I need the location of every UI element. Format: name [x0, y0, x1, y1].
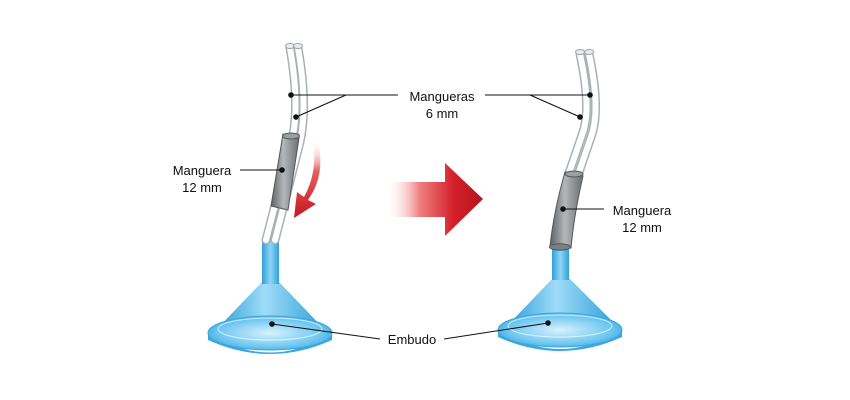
- right-small-hoses-icon: [563, 49, 600, 183]
- left-funnel-icon: [207, 240, 333, 354]
- left-large-hose-icon: [270, 132, 300, 211]
- leader-dots: [269, 92, 593, 327]
- label-large-hose-left-size: 12 mm: [182, 180, 222, 195]
- left-assembly: [207, 43, 333, 354]
- label-large-hose-left: Manguera 12 mm: [166, 162, 238, 196]
- label-small-hoses-name: Mangueras: [409, 89, 475, 104]
- label-small-hoses-size: 6 mm: [425, 106, 459, 121]
- right-large-hose-icon: [549, 170, 584, 251]
- curved-down-arrow-icon: [294, 140, 321, 218]
- transition-arrow-icon: [385, 163, 483, 236]
- right-funnel-icon: [497, 244, 623, 351]
- label-small-hoses: Mangueras 6 mm: [400, 88, 484, 122]
- right-assembly: [497, 49, 623, 351]
- label-large-hose-left-name: Manguera: [172, 163, 232, 178]
- label-large-hose-right-name: Manguera: [612, 203, 672, 218]
- label-large-hose-right-size: 12 mm: [622, 220, 662, 235]
- label-funnel: Embudo: [387, 332, 437, 347]
- label-large-hose-right: Manguera 12 mm: [606, 202, 678, 236]
- leader-lines: [240, 94, 604, 340]
